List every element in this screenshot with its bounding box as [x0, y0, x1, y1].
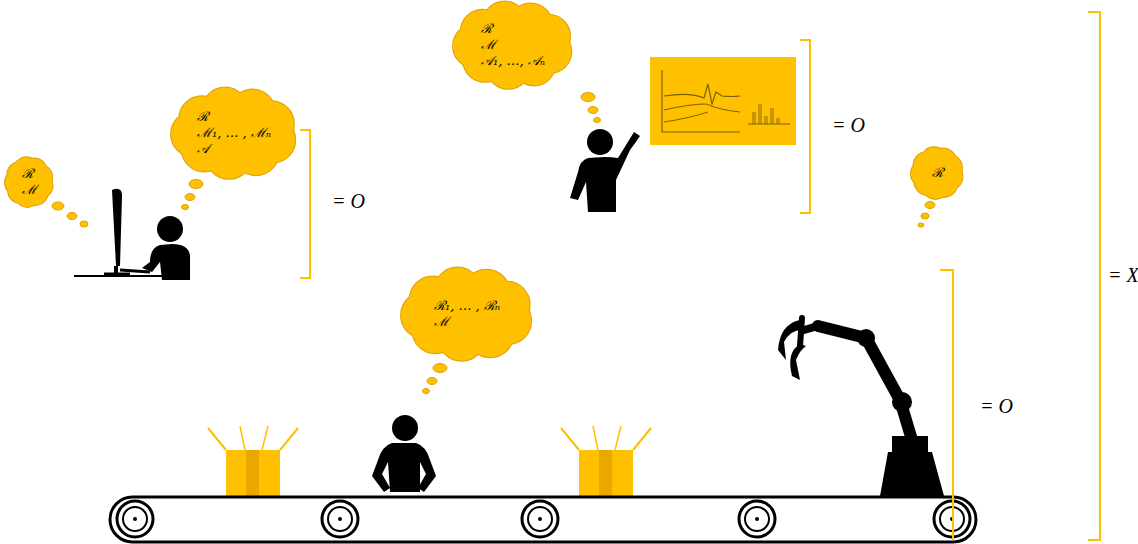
thought-symbol: ℳ₁, … , ℳₙ: [197, 125, 271, 141]
thought-symbol: 𝒜: [197, 141, 209, 157]
bracket-label: = O: [832, 114, 865, 137]
thought-cloud: [400, 266, 534, 362]
computer-worker: [74, 189, 190, 280]
thought-symbol: ℳ: [22, 182, 37, 198]
thought-symbol: ℳ: [481, 37, 496, 53]
thought-symbol: 𝒜₁, …, 𝒜ₙ: [481, 53, 545, 69]
bracket-label: = X: [1108, 264, 1138, 287]
bracket-label: = O: [332, 190, 365, 213]
thought-bubble: ℛ₁, … , ℛₙℳ: [400, 266, 534, 362]
bracket-label: = O: [980, 395, 1013, 418]
thought-trail: [52, 93, 935, 394]
thought-symbol: ℛ: [197, 109, 208, 125]
thought-symbol: ℳ: [434, 314, 449, 330]
thought-symbol: ℛ₁, … , ℛₙ: [434, 298, 500, 314]
thought-symbol: ℛ: [22, 166, 33, 182]
conveyor-worker: [372, 415, 436, 492]
thought-bubble: ℛℳ₁, … , ℳₙ𝒜: [170, 86, 298, 180]
thought-symbol: ℛ: [932, 165, 943, 181]
thought-bubble: ℛℳ𝒜₁, …, 𝒜ₙ: [452, 0, 574, 90]
robot-arm: [778, 318, 944, 496]
bracket: [300, 12, 1100, 540]
parcel-box: [208, 426, 651, 496]
conveyor-belt: [110, 497, 976, 542]
presenter: [570, 57, 796, 212]
thought-bubble: ℛℳ: [4, 156, 54, 208]
thought-symbol: ℛ: [481, 21, 492, 37]
thought-bubble: ℛ: [910, 146, 964, 200]
chart-board: [650, 57, 796, 145]
thought-cloud: [452, 0, 574, 90]
